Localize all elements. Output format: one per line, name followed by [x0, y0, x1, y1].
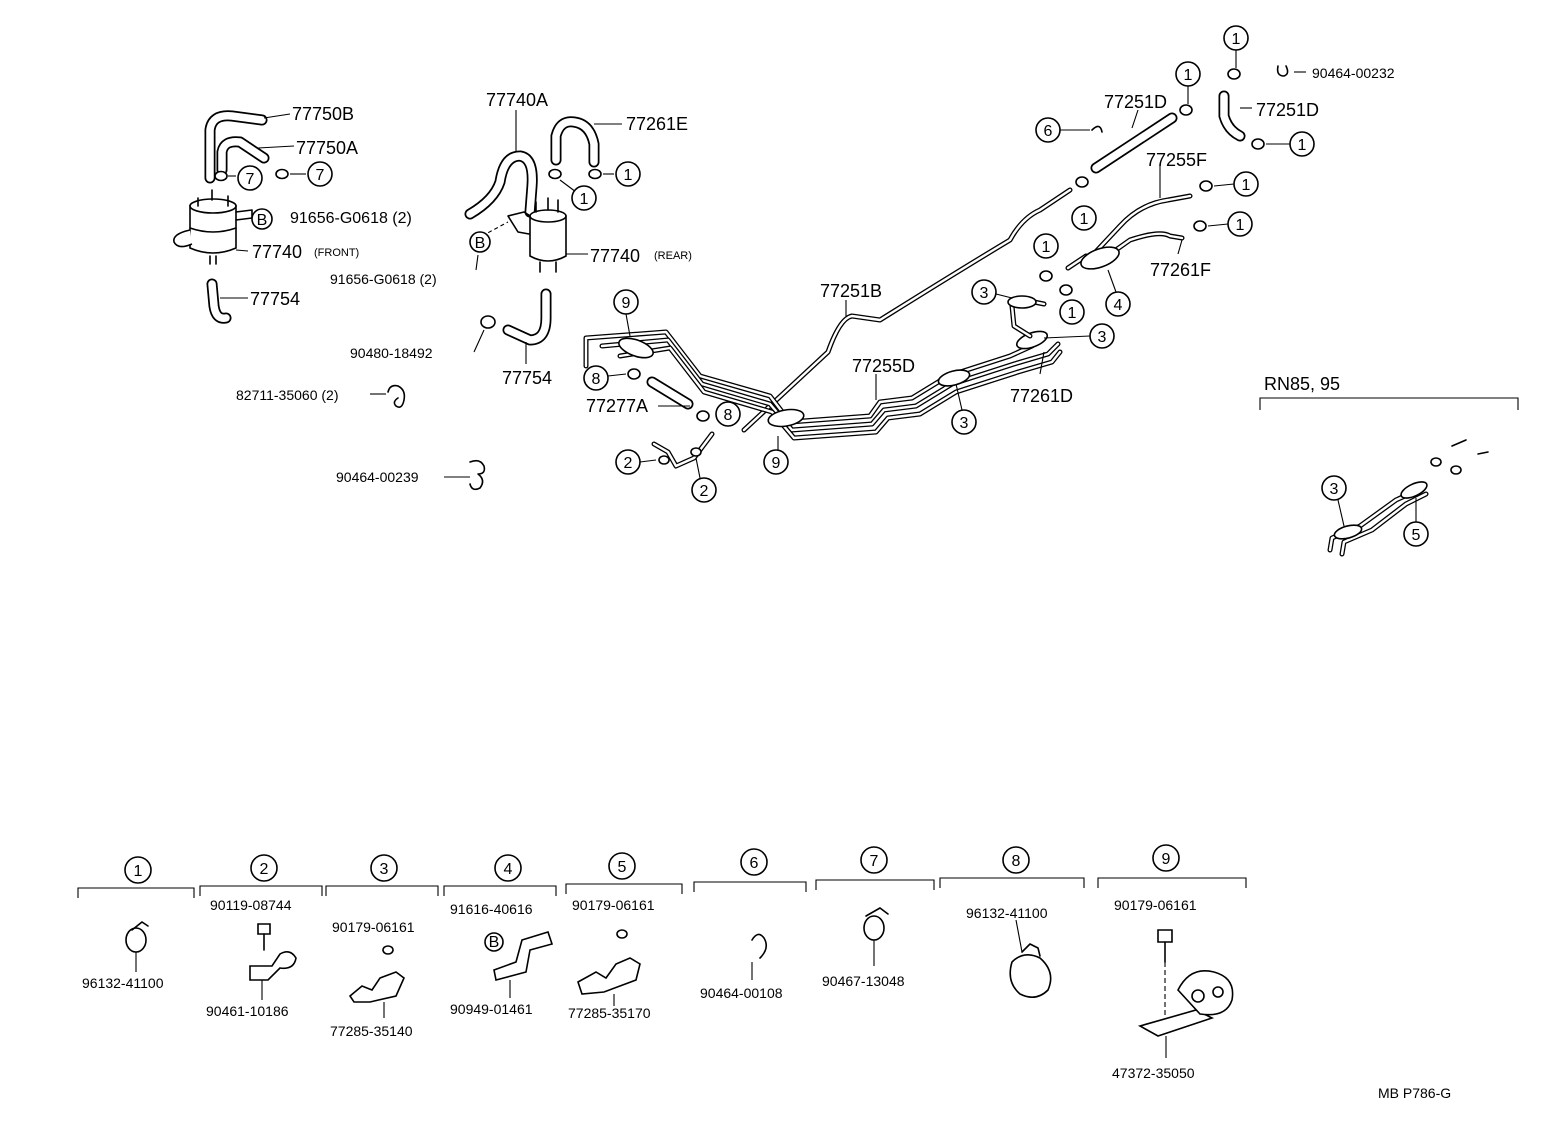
- marker-2-b: 2: [700, 483, 709, 500]
- marker-7-b: 7: [316, 167, 325, 184]
- legend-6-part-a: 90464-00108: [700, 985, 783, 1001]
- label-77251D-a: 77251D: [1104, 92, 1167, 112]
- marker-1-i: 1: [1242, 177, 1251, 194]
- marker-1-d: 1: [1068, 305, 1077, 322]
- marker-1-f: 1: [1184, 67, 1193, 84]
- legend-num-5: 5: [618, 859, 627, 876]
- marker-3-b: 3: [980, 285, 989, 302]
- marker-3-a: 3: [960, 415, 969, 432]
- label-77754-rear: 77754: [502, 368, 552, 388]
- legend-num-9: 9: [1162, 851, 1171, 868]
- diagram-reference-code: MB P786-G: [1378, 1085, 1451, 1101]
- marker-8-a: 8: [592, 371, 601, 388]
- marker-6: 6: [1044, 123, 1053, 140]
- legend-8-part-a: 96132-41100: [966, 905, 1048, 921]
- front-fuel-filter: [173, 189, 253, 265]
- marker-3-c: 3: [1098, 329, 1107, 346]
- label-77251B: 77251B: [820, 281, 882, 301]
- legend-2-part-b: 90461-10186: [206, 1003, 289, 1019]
- label-77261F: 77261F: [1150, 260, 1211, 280]
- legend-9-part-a: 90179-06161: [1114, 897, 1197, 913]
- legend-4-b-mark: B: [489, 934, 500, 951]
- main-fuel-lines: [583, 65, 1306, 469]
- legend-5-part-b: 77285-35170: [568, 1005, 651, 1021]
- label-90464-00232: 90464-00232: [1312, 65, 1395, 81]
- label-77750B: 77750B: [292, 104, 354, 124]
- legend-3-part-b: 77285-35140: [330, 1023, 413, 1039]
- front-fuel-filter-group: [173, 110, 306, 324]
- label-77750A: 77750A: [296, 138, 358, 158]
- marker-4: 4: [1114, 297, 1123, 314]
- legend-num-1: 1: [134, 863, 143, 880]
- marker-1-e: 1: [1080, 211, 1089, 228]
- legend-num-8: 8: [1012, 853, 1021, 870]
- marker-2-a: 2: [624, 455, 633, 472]
- marker-1-b: 1: [624, 167, 633, 184]
- marker-9-b: 9: [772, 455, 781, 472]
- label-77740-rear: 77740: [590, 246, 640, 266]
- legend-9-part-b: 47372-35050: [1112, 1065, 1195, 1081]
- marker-7-a: 7: [246, 171, 255, 188]
- label-77255D: 77255D: [852, 356, 915, 376]
- marker-8-b: 8: [724, 407, 733, 424]
- marker-5-variant: 5: [1412, 527, 1421, 544]
- label-77255F: 77255F: [1146, 150, 1207, 170]
- marker-1-a: 1: [580, 191, 589, 208]
- marker-1-c: 1: [1042, 239, 1051, 256]
- marker-b-a: B: [257, 212, 268, 229]
- marker-1-j: 1: [1236, 217, 1245, 234]
- label-77277A: 77277A: [586, 396, 648, 416]
- upper-circle-markers: 7 7 B B 1 1 9 9 8 8 2 2 3 3 3 1 1 1 1 1 …: [237, 25, 1429, 547]
- fastener-legend: 1 2 3 4 5 6 7 8 9 B: [77, 844, 1247, 1081]
- marker-b-b: B: [475, 235, 486, 252]
- legend-num-4: 4: [504, 861, 513, 878]
- rear-fuel-filter: [529, 197, 567, 273]
- label-77740A: 77740A: [486, 90, 548, 110]
- label-77754-front: 77754: [250, 289, 300, 309]
- rear-fuel-filter-group: [370, 110, 622, 491]
- legend-5-part-a: 90179-06161: [572, 897, 655, 913]
- label-front-note: (FRONT): [314, 247, 359, 259]
- legend-1-part-a: 96132-41100: [82, 975, 164, 991]
- label-variant-rn85-95: RN85, 95: [1264, 374, 1340, 394]
- label-90480: 90480-18492: [350, 345, 433, 361]
- legend-4-part-b: 90949-01461: [450, 1001, 533, 1017]
- label-91656-front: 91656-G0618 (2): [290, 210, 412, 227]
- variant-rn85-95-inset: [1259, 397, 1519, 557]
- label-rear-note: (REAR): [654, 250, 692, 262]
- legend-num-2: 2: [260, 861, 269, 878]
- label-82711: 82711-35060 (2): [236, 387, 338, 403]
- label-77740-front: 77740: [252, 242, 302, 262]
- label-91656-rear: 91656-G0618 (2): [330, 271, 437, 287]
- legend-7-part-a: 90467-13048: [822, 973, 905, 989]
- marker-1-g: 1: [1232, 31, 1241, 48]
- marker-1-h: 1: [1298, 137, 1307, 154]
- legend-2-part-a: 90119-08744: [210, 897, 292, 913]
- legend-num-6: 6: [750, 855, 759, 872]
- label-77261D: 77261D: [1010, 386, 1073, 406]
- legend-num-7: 7: [870, 853, 879, 870]
- legend-4-part-a: 91616-40616: [450, 901, 533, 917]
- marker-3-variant: 3: [1330, 481, 1339, 498]
- legend-3-part-a: 90179-06161: [332, 919, 415, 935]
- marker-9-a: 9: [622, 295, 631, 312]
- label-77251D-b: 77251D: [1256, 100, 1319, 120]
- upper-callouts: 77750B 77750A 91656-G0618 (2) 77740 (FRO…: [236, 65, 1395, 485]
- legend-num-3: 3: [380, 861, 389, 878]
- label-90464-00239: 90464-00239: [336, 469, 419, 485]
- label-77261E: 77261E: [626, 114, 688, 134]
